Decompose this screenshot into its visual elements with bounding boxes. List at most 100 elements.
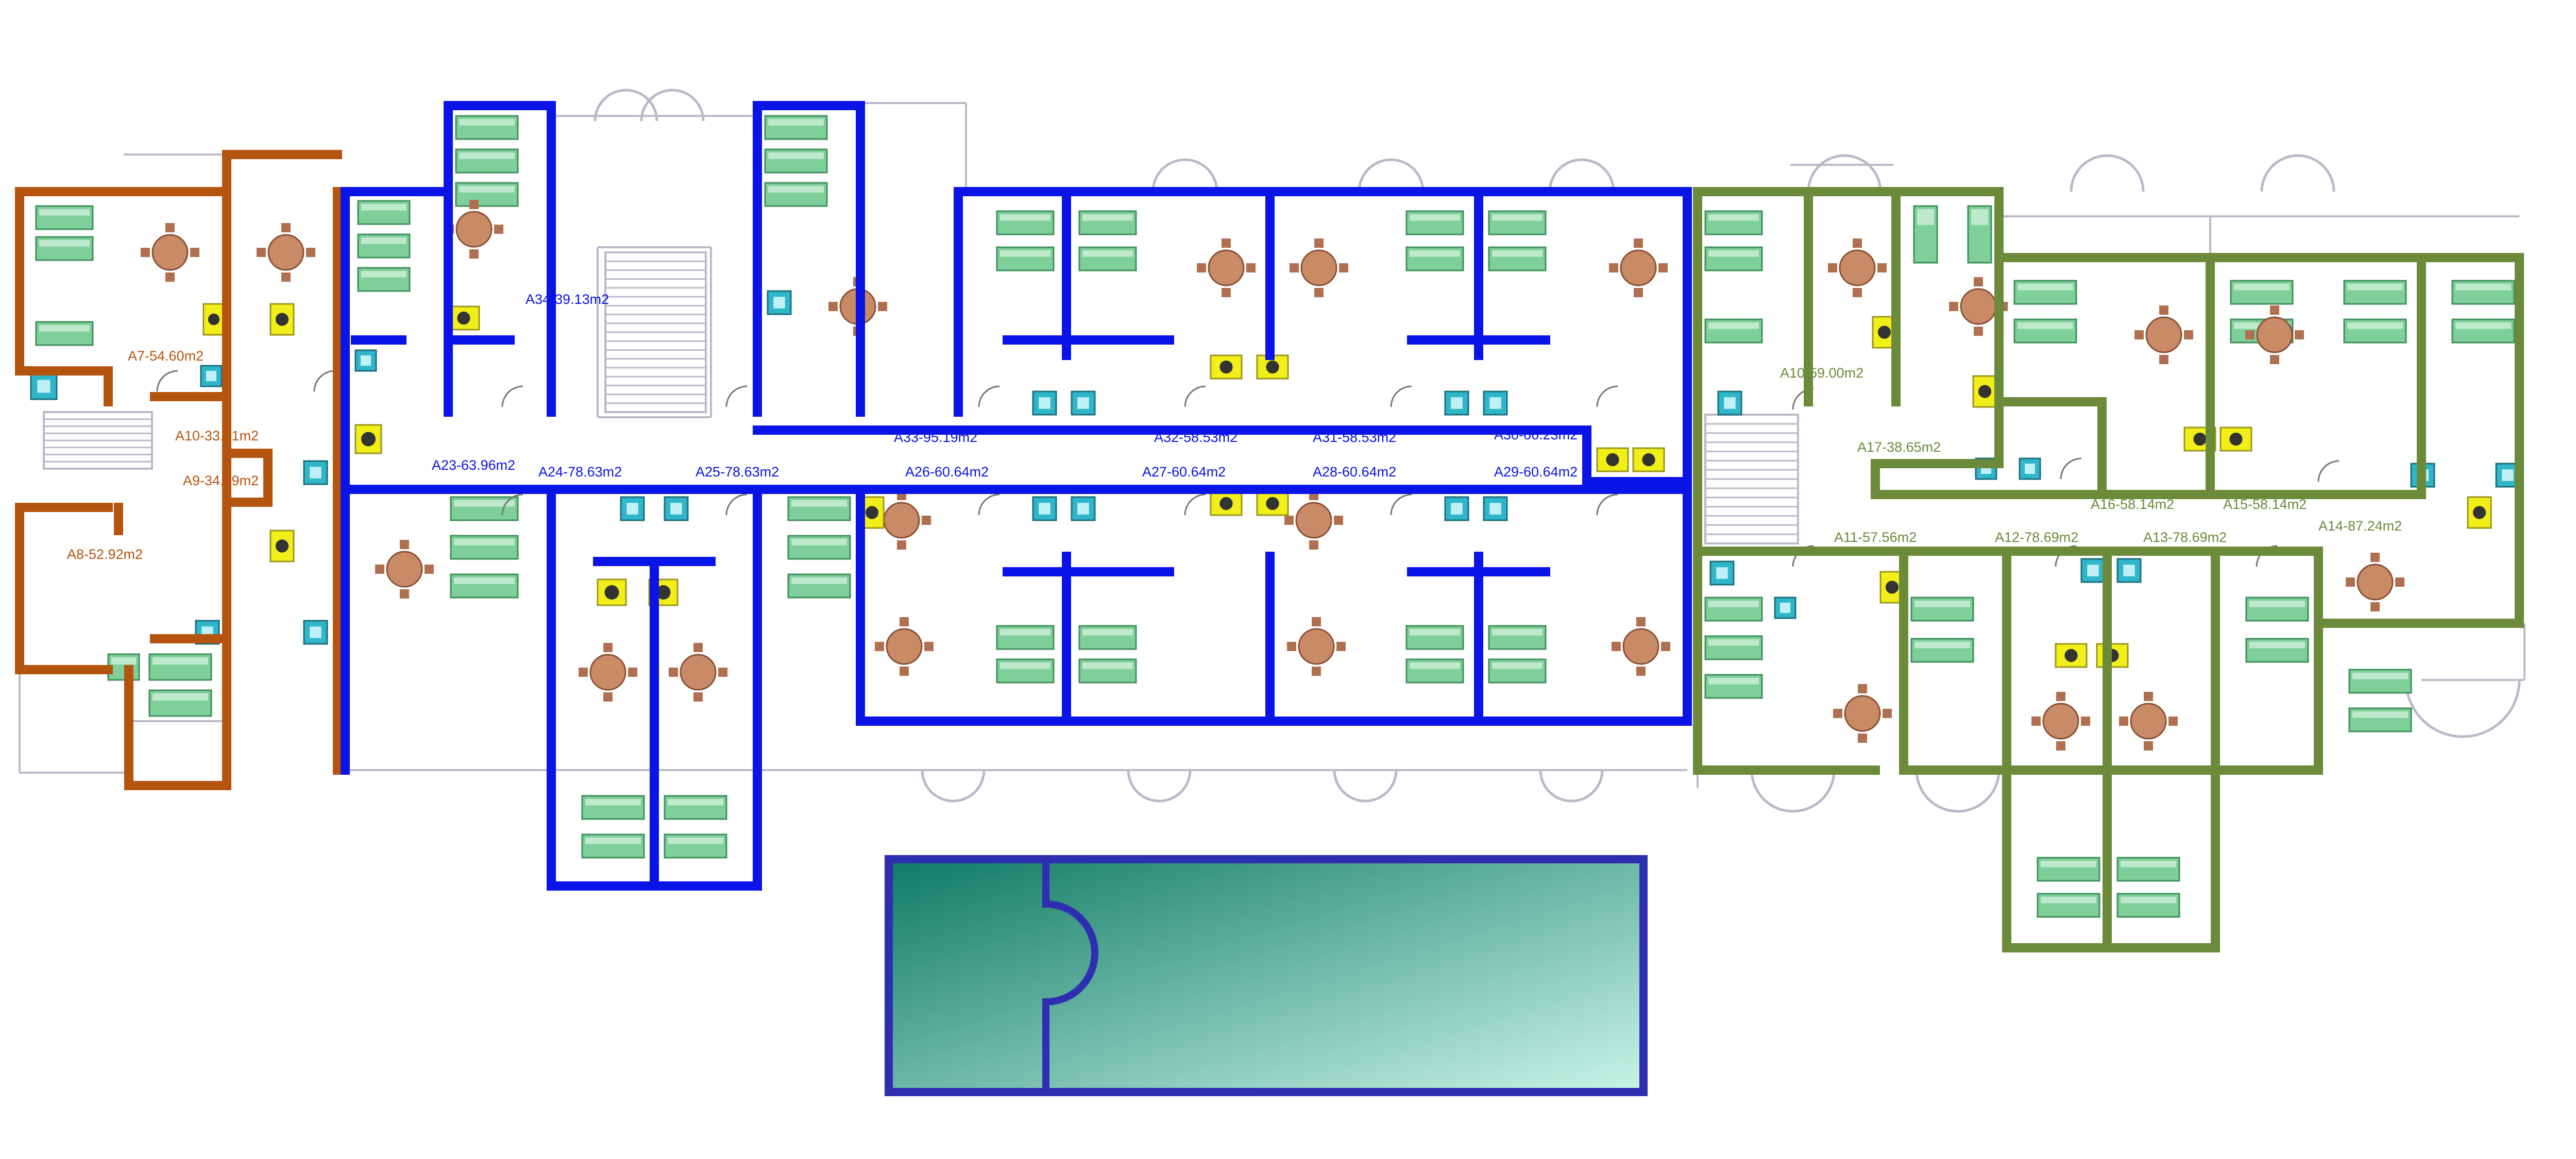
bed-icon [35,321,94,346]
unit-label-a33: A33-95.19m2 [894,430,977,445]
door-swing-10 [978,493,1000,516]
bed-icon [1078,246,1137,271]
bed-icon [1488,658,1547,684]
bed-icon [455,115,519,140]
unit-label-a34: A34-39.13m2 [526,292,609,307]
door-swing-8 [501,493,523,516]
bathroom-fixture-icon [1483,496,1508,521]
bed-icon [1488,246,1547,271]
bed-icon [357,267,411,292]
bed-icon [664,795,727,820]
bed-icon [35,205,94,230]
dining-table-icon [1284,491,1343,550]
bay-window-arc-1 [640,89,705,122]
bathroom-fixture-icon [200,365,223,387]
unit-label-a26: A26-60.64m2 [905,464,989,480]
bathroom-fixture-icon [354,349,377,372]
bed-icon [2013,318,2077,344]
bathroom-fixture-icon [30,372,58,400]
unit-label-a29: A29-60.64m2 [1494,464,1578,480]
bed-icon [357,233,411,259]
unit-label-a12: A12-78.69m2 [1995,530,2078,545]
bed-icon [1078,210,1137,235]
balcony-arc-south-1 [1127,770,1192,803]
bed-icon [1078,625,1137,650]
bathroom-fixture-icon [303,620,328,645]
bed-icon [2116,893,2180,918]
dining-table-icon [2245,305,2304,364]
dining-table-icon [1828,238,1887,297]
bed-icon [1488,625,1547,650]
door-swing-3 [725,385,748,407]
staircase-icon [43,411,153,470]
door-swing-13 [1596,493,1618,516]
dining-table-icon [1287,617,1346,676]
unit-label-a16: A16-58.14m2 [2091,497,2174,512]
door-swing-9 [725,493,748,516]
unit-label-a31: A31-58.53m2 [1313,430,1396,445]
bathroom-fixture-icon [620,496,645,521]
bed-icon [450,573,519,599]
dining-table-icon [1949,277,2008,336]
bed-icon [2116,857,2180,882]
kitchen-counter-icon [1596,447,1629,472]
dining-table-icon [1833,684,1892,743]
kitchen-counter-icon [2055,643,2088,668]
bed-icon [581,833,645,859]
kitchen-counter-icon [1256,491,1289,516]
bed-icon [664,833,727,859]
bed-icon [148,653,212,681]
bed-icon [2343,318,2407,344]
bathroom-fixture-icon [1071,496,1096,521]
door-swing-1 [313,370,335,392]
balcony-arc-south-0 [921,770,986,803]
bathroom-fixture-icon [1717,390,1742,416]
bed-icon [1704,635,1763,660]
balcony-arc-east-0 [1807,154,1882,192]
unit-label-a27: A27-60.64m2 [1142,464,1226,480]
bathroom-fixture-icon [2080,558,2106,583]
bed-icon [2348,669,2412,694]
unit-label-a28: A28-60.64m2 [1313,464,1396,480]
balcony-arc-south-3 [1539,770,1604,803]
bed-icon [1704,210,1763,235]
unit-label-a15: A15-58.14m2 [2223,497,2307,512]
bed-icon [2037,857,2100,882]
kitchen-counter-icon [354,424,382,454]
balcony-arc-east-south-1 [1915,770,2001,813]
balcony-arc-2 [1548,158,1615,192]
bathroom-fixture-icon [1444,390,1469,416]
dining-table-icon [2119,692,2178,751]
dining-table-icon [875,617,934,676]
bed-icon [2230,280,2294,305]
pool-basin [885,855,1648,1096]
dining-table-icon [141,223,199,282]
bed-icon [2348,707,2412,732]
bed-icon [2343,280,2407,305]
bed-icon [1967,205,1992,264]
bed-icon [996,625,1055,650]
dining-table-icon [872,491,931,550]
bed-icon [1704,318,1763,344]
dining-table-icon [257,223,315,282]
kitchen-counter-icon [447,305,480,331]
unit-label-a13: A13-78.69m2 [2143,530,2227,545]
staircase-icon [604,251,707,413]
bed-icon [764,182,828,207]
bed-icon [1913,205,1938,264]
dining-table-icon [2346,553,2404,611]
door-swing-11 [1184,493,1206,516]
bed-icon [581,795,645,820]
unit-label-a8: A8-52.92m2 [67,547,143,562]
kitchen-counter-icon [1972,375,1997,408]
dining-table-icon [1290,238,1348,297]
bathroom-fixture-icon [1774,596,1797,619]
bed-icon [148,689,212,717]
bed-icon [1704,246,1763,271]
unit-label-a25: A25-78.63m2 [696,464,779,480]
door-swing-2 [501,385,523,407]
bed-icon [1405,658,1464,684]
bed-icon [787,496,851,521]
bed-icon [2451,280,2515,305]
